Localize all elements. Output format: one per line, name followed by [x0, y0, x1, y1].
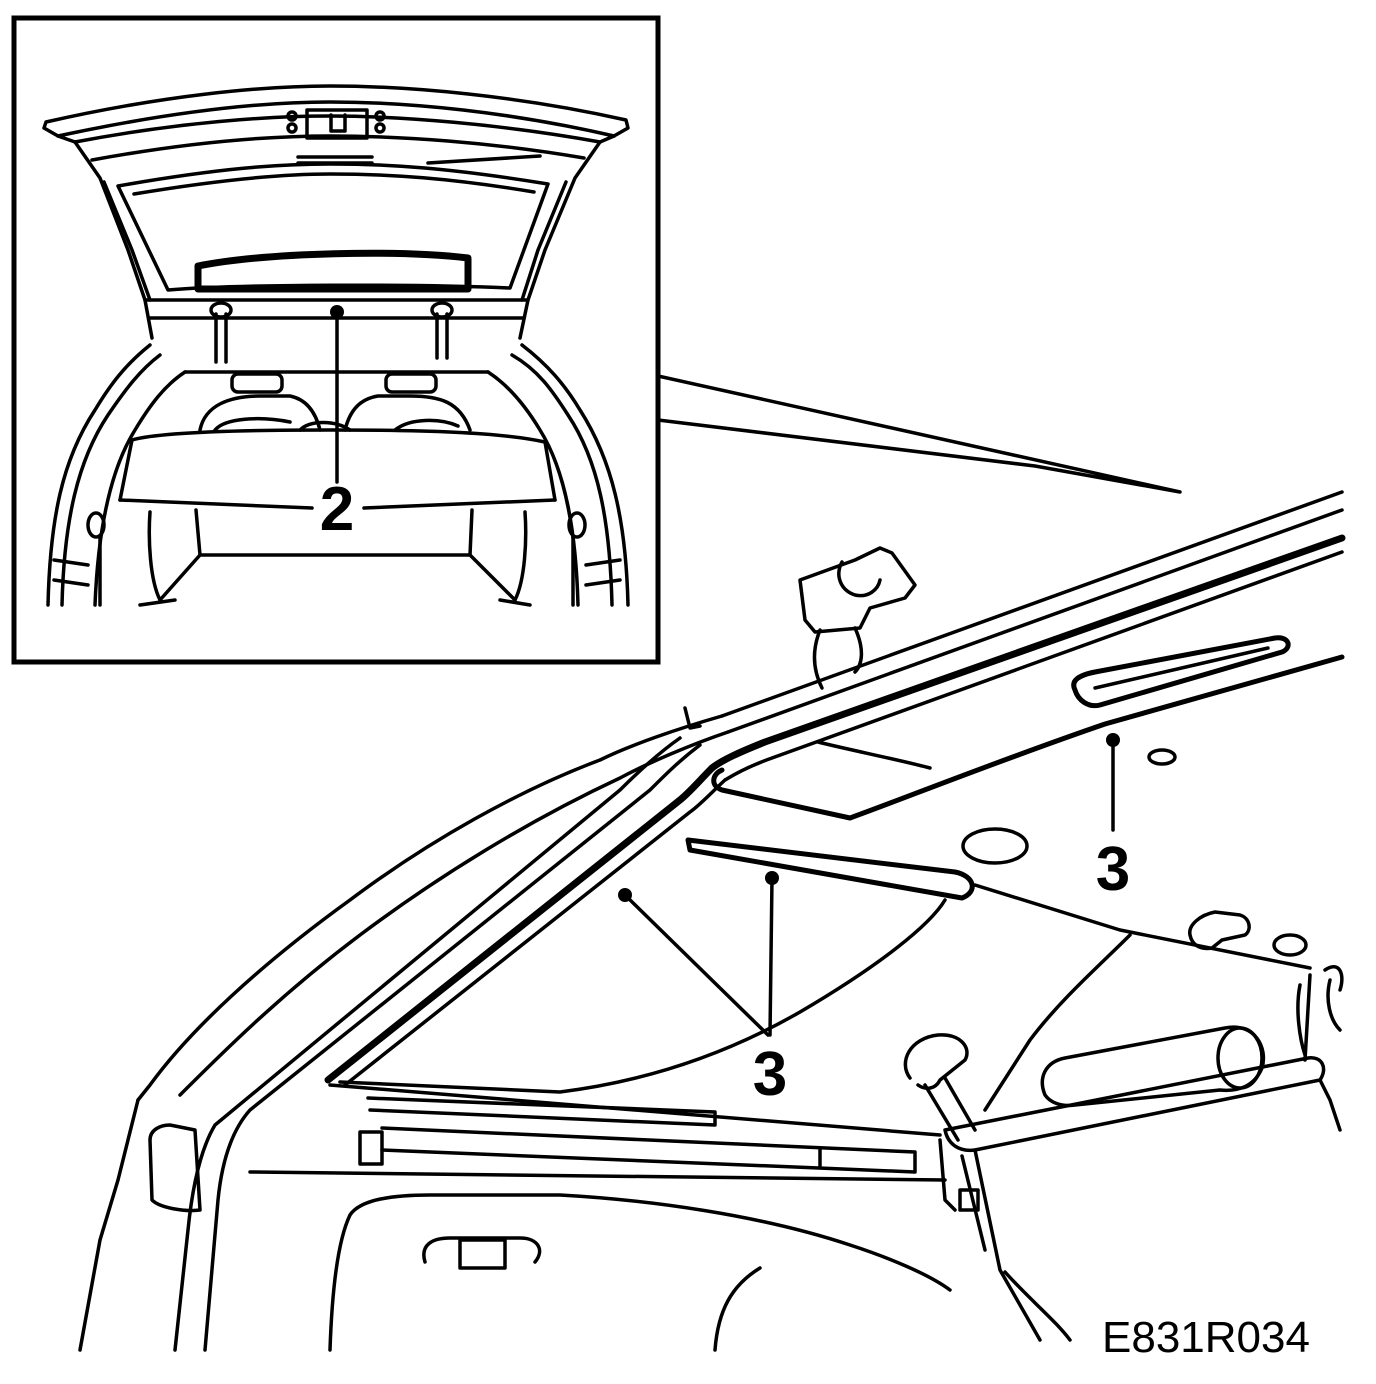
pillar-seal-strip — [324, 764, 716, 1084]
tailgate-top-outer-edge — [42, 84, 630, 138]
right-pillar-outer — [520, 343, 630, 607]
seal-lines — [98, 535, 575, 607]
inset-pointer — [656, 374, 1182, 494]
figure-code: E831R034 — [1102, 1313, 1310, 1362]
pillar-edge — [173, 736, 682, 1352]
roof-vent-inner — [1093, 646, 1270, 690]
roof-vent-slot — [1071, 635, 1291, 709]
left-pillar-outer — [46, 343, 152, 607]
seat-bolster — [1040, 1025, 1266, 1108]
left-gas-strut — [214, 312, 228, 364]
tailgate-top-inner-edge — [56, 100, 616, 138]
bracket-mark — [683, 706, 702, 730]
tailgate-top-band-lower — [90, 134, 586, 162]
callout-label-2: 2 — [320, 475, 354, 544]
callout-label-3-pillar: 3 — [753, 1040, 787, 1109]
shelf-rail — [366, 1096, 717, 1127]
left-headrest — [230, 372, 284, 394]
trunk-sides — [147, 510, 528, 602]
tail-light-panel — [148, 1123, 202, 1213]
right-trim-panel — [943, 1056, 1326, 1153]
cargo-handle — [422, 1236, 542, 1264]
parcel-shelf-top — [130, 428, 547, 444]
seat-back-edge — [983, 933, 1132, 1112]
lower-right-lines — [960, 1078, 1342, 1342]
belt-anchor — [903, 1033, 977, 1142]
right-headrest — [384, 372, 438, 394]
body-left-edge — [78, 1098, 140, 1352]
tailgate — [42, 84, 630, 364]
small-hole — [1147, 748, 1177, 766]
cover-rod — [380, 1126, 917, 1174]
roof-rail-inner — [726, 508, 1344, 734]
trunk-floor-panel — [194, 508, 474, 557]
screw — [286, 110, 298, 122]
handle-cap — [1272, 933, 1308, 957]
tailgate-left-side — [56, 134, 154, 340]
rod-end-cap — [358, 1130, 384, 1166]
roof-seal-inner-line — [723, 550, 1344, 782]
grab-handle — [1188, 910, 1251, 951]
cargo-area — [248, 1096, 980, 1352]
pillar-outer-edge — [203, 743, 702, 1352]
callout-label-3-roof: 3 — [1096, 835, 1130, 904]
cargo-curve — [713, 1266, 762, 1352]
roof-rail-outer — [720, 490, 1344, 718]
right-gas-strut — [435, 312, 449, 360]
bolster-end — [1216, 1026, 1264, 1090]
callout-leader — [768, 876, 774, 1037]
parcel-shelf-sides — [118, 438, 557, 502]
right-seat-back — [343, 394, 472, 432]
seat-back-top — [973, 883, 1312, 970]
callout-2: 2 — [320, 305, 354, 544]
cargo-side-line — [938, 1138, 957, 1212]
cargo-opening — [328, 1193, 952, 1352]
right-side-lines — [1296, 965, 1344, 1062]
right-grommet — [567, 511, 587, 539]
right-pillar-mid — [510, 353, 614, 607]
roof-seal-strip — [708, 534, 1346, 772]
right-strut-mount — [430, 301, 454, 319]
roof-bracket — [683, 546, 917, 730]
body-outer-edge — [136, 714, 724, 1102]
screw — [374, 110, 386, 122]
roof — [708, 490, 1346, 865]
round-plug — [961, 827, 1029, 865]
tailgate-window-inner — [132, 172, 536, 196]
main-view: 3 3 — [78, 490, 1346, 1352]
quarter-glass-edge — [338, 898, 947, 1094]
parcel-shelf-bottom — [118, 498, 557, 510]
bracket-strap — [837, 560, 882, 598]
tailgate-right-inner — [520, 180, 568, 302]
tailgate-latch — [305, 108, 369, 140]
left-grommet — [86, 511, 106, 539]
tailgate-left-inner — [102, 180, 152, 302]
left-pillar-mid — [60, 353, 162, 607]
latch-keyhole — [329, 113, 347, 133]
side-trim-lines — [52, 558, 622, 587]
callout-leader — [623, 893, 770, 1037]
trunk-floor-lines — [138, 553, 532, 607]
headliner-front-edge — [816, 740, 932, 770]
c-pillar — [78, 714, 730, 1352]
rear-seat-area — [903, 883, 1344, 1342]
quarter-trim — [328, 837, 975, 1137]
tailgate-right-side — [518, 134, 616, 340]
headliner-edge — [711, 654, 1345, 821]
left-seat-back — [198, 394, 322, 432]
callouts-3: 3 3 — [618, 733, 1130, 1109]
quarter-trim-strip — [685, 837, 975, 901]
screw — [286, 122, 298, 134]
bracket-loop — [812, 626, 864, 690]
seat-cushions — [213, 417, 460, 432]
inset-view: 2 — [11, 15, 661, 665]
screw — [374, 122, 386, 134]
handle-grip — [458, 1238, 507, 1270]
bracket-body — [798, 546, 917, 634]
spoiler-brake-light — [194, 249, 472, 293]
left-strut-mount — [209, 301, 233, 319]
pillar-seal-inner — [343, 778, 727, 1087]
cargo-upper-line — [248, 1170, 947, 1182]
